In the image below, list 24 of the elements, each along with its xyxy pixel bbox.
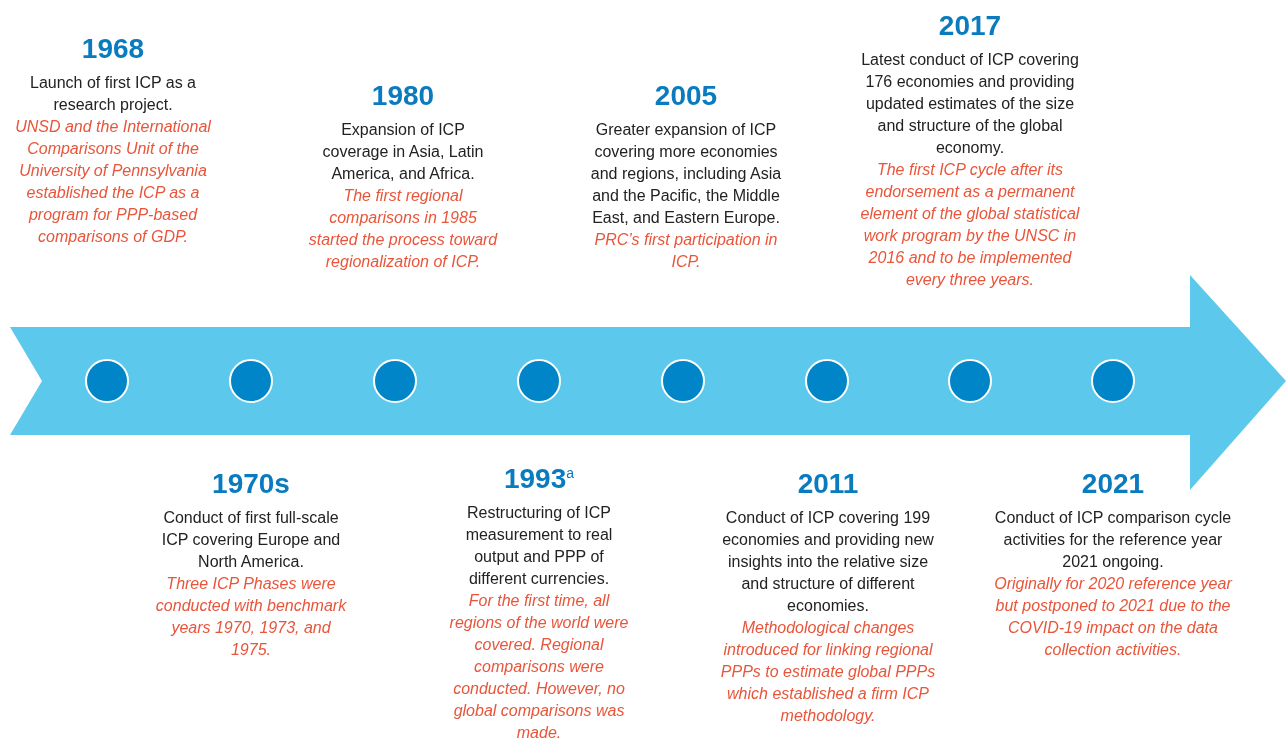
milestone-note: Originally for 2020 reference year but postponed to 2021 due to the COVID-19 impact on the data collection activities. — [993, 574, 1233, 660]
year-heading: 1993$^{a}$ — [502, 462, 576, 496]
milestone-description: Expansion of ICP coverage in Asia, Latin America, and Africa. — [321, 120, 485, 184]
milestone-description: Conduct of ICP comparison cycle activities for the reference year 2021 ongoing. — [993, 508, 1233, 572]
milestone-note: PRC’s first participation in ICP. — [593, 230, 779, 272]
milestone-note: UNSD and the International Comparisons Unit of the University of Pennsylvania established the ICP as a program for PPP-based comparisons of GDP. — [14, 117, 212, 247]
milestone-description: Greater expansion of ICP covering more economies and regions, including Asia and the Pacific, the Middle East, and Eastern Europe. — [589, 120, 783, 228]
milestone-note: The first regional comparisons in 1985 started the process toward regionalization of ICP. — [308, 186, 498, 272]
milestone-description: Launch of first ICP as a research project. — [29, 73, 197, 115]
year-heading: 2021 — [1080, 467, 1146, 501]
year-heading: 1970s — [211, 467, 291, 501]
year-heading: 1968 — [80, 32, 146, 66]
milestone-note: The first ICP cycle after its endorsement as a permanent element of the global statistical work program by the UNSC in 2016 and to be implemented every three years. — [859, 160, 1081, 290]
milestone-note: For the first time, all regions of the world were covered. Regional comparisons were conducted. However, no global comparisons was made. — [448, 591, 630, 743]
milestone-description: Latest conduct of ICP covering 176 economies and providing updated estimates of the size and structure of the global economy. — [860, 50, 1080, 158]
milestone-note: Three ICP Phases were conducted with benchmark years 1970, 1973, and 1975. — [154, 574, 348, 660]
year-heading: 1980 — [370, 79, 436, 113]
milestone-description: Conduct of first full-scale ICP covering Europe and North America. — [160, 508, 342, 572]
year-heading: 2005 — [653, 79, 719, 113]
milestone-description: Restructuring of ICP measurement to real output and PPP of different currencies. — [464, 503, 614, 589]
milestone-note: Methodological changes introduced for linking regional PPPs to estimate global PPPs which established a firm ICP methodology. — [720, 618, 936, 726]
year-heading: 2011 — [796, 467, 860, 501]
year-heading: 2017 — [937, 9, 1003, 43]
milestone-description: Conduct of ICP covering 199 economies and providing new insights into the relative size and structure of different economies. — [721, 508, 935, 616]
